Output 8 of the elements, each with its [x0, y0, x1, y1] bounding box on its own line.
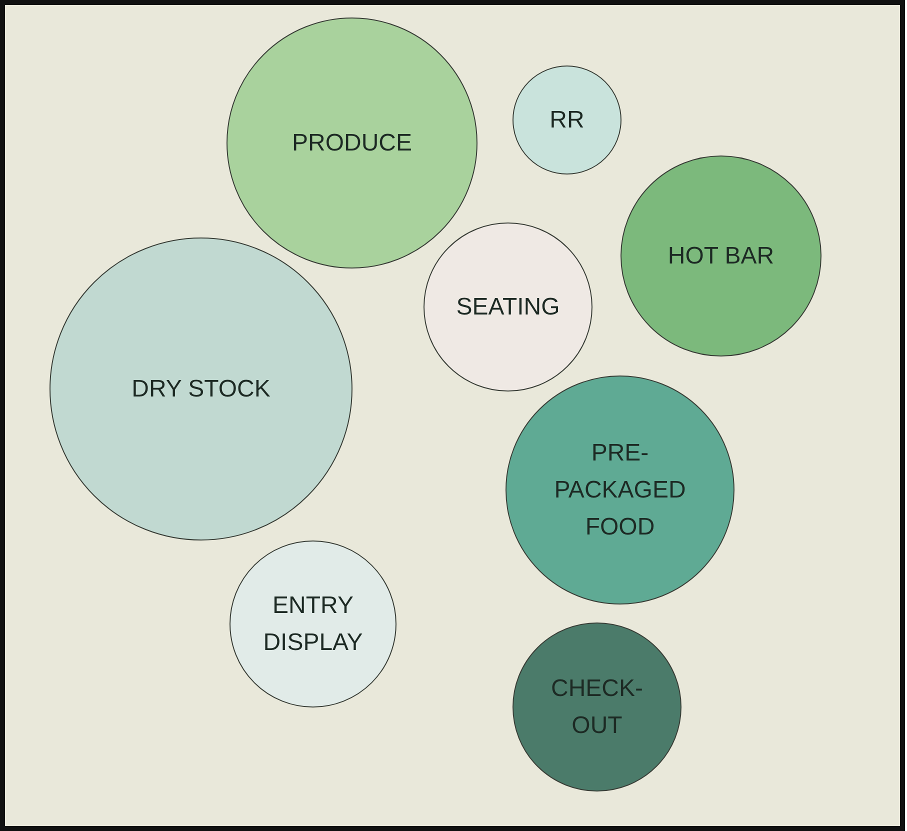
area-label: SEATING [455, 292, 561, 322]
area-label: PRODUCE [290, 128, 413, 158]
area-label: RR [548, 106, 586, 136]
area-label: PRE- PACKAGED FOOD [553, 438, 687, 542]
area-label: HOT BAR [666, 242, 776, 272]
area-label: DRY STOCK [130, 374, 272, 404]
area-label: CHECK- OUT [550, 674, 644, 741]
area-label: ENTRY DISPLAY [262, 591, 364, 658]
